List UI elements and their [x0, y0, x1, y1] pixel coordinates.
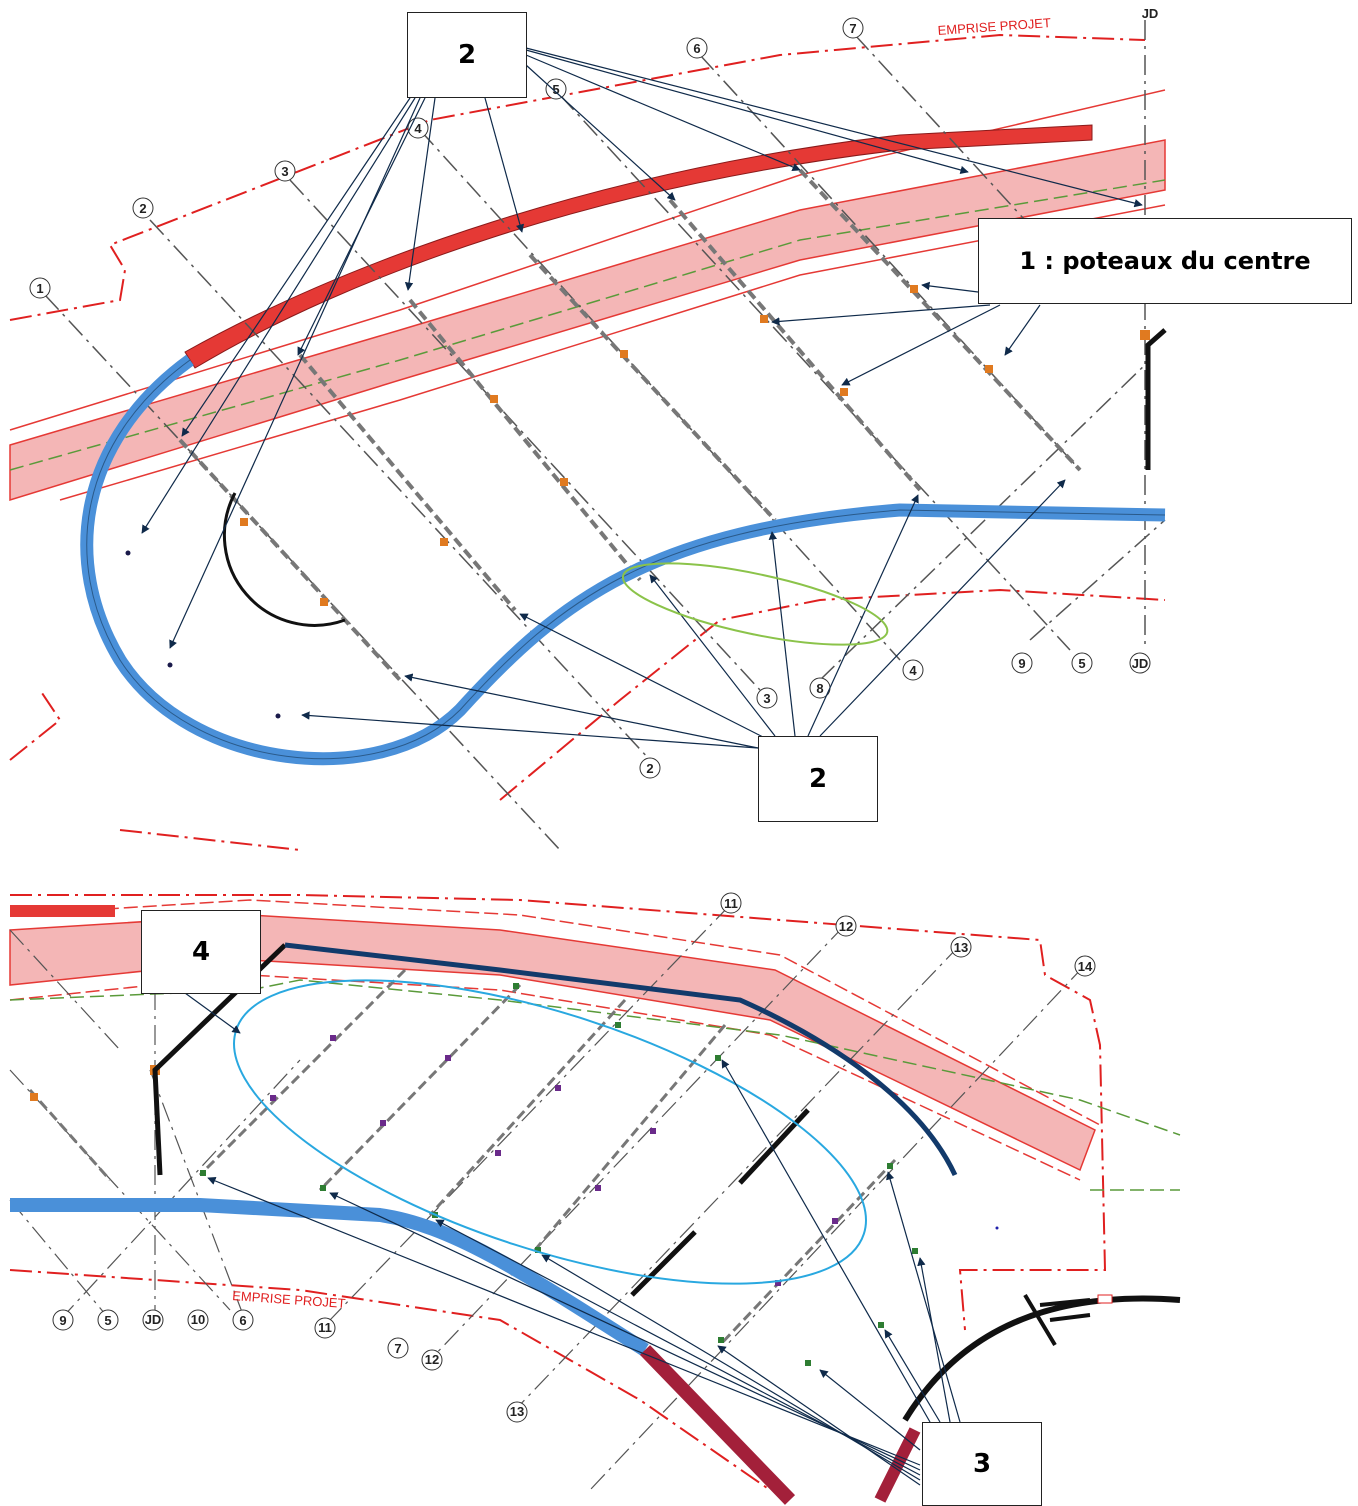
- axis-label-jd-c: JD: [145, 1312, 162, 1327]
- callout-4: 4: [141, 910, 261, 994]
- grid-axes-bottom: [9, 904, 1086, 1491]
- callout-3: 3: [922, 1422, 1042, 1506]
- axis-label-11b: 11: [318, 1320, 332, 1335]
- arrows-callout-2-mid: [301, 479, 1066, 749]
- arrows-callout-1: [771, 281, 1041, 386]
- axis-label-13: 13: [954, 940, 968, 955]
- axis-label-5b: 5: [1078, 656, 1085, 671]
- axis-label-7b: 7: [394, 1341, 401, 1356]
- isolated-points-top: [125, 550, 281, 719]
- axis-label-12b: 12: [425, 1352, 439, 1367]
- maroon-band: [639, 1345, 796, 1505]
- axis-label-9: 9: [1018, 656, 1025, 671]
- axis-label-5: 5: [552, 82, 559, 97]
- green-dash-top: [9, 179, 1166, 471]
- red-band-stub: [10, 905, 115, 917]
- bottom-plan: 11 12 13 14 9 5 JD 10 6 11 7 12 13 EMPRI…: [9, 562, 1181, 1505]
- axis-label-3: 3: [281, 164, 288, 179]
- semicircle-arc: [222, 492, 346, 627]
- axis-label-jd-b: JD: [1132, 656, 1149, 671]
- axis-label-7: 7: [849, 21, 856, 36]
- axis-label-4b: 4: [909, 663, 917, 678]
- axis-label-13b: 13: [510, 1404, 524, 1419]
- wall-jd: [1145, 328, 1167, 470]
- axis-label-8: 8: [816, 681, 823, 696]
- callout-2-mid: 2: [758, 736, 878, 822]
- purple-posts: [270, 1035, 838, 1286]
- axis-label-10: 10: [191, 1312, 205, 1327]
- axis-bubbles-bottom-top-plan: 2 3 8 4 9 5 JD: [639, 652, 1151, 779]
- arrows-callout-2-top: [141, 47, 1143, 649]
- emprise-label-bottom: EMPRISE PROJET: [232, 1288, 346, 1311]
- axis-label-14: 14: [1078, 959, 1093, 974]
- emprise-boundary-bottom-2: [9, 1269, 771, 1491]
- axis-label-5c: 5: [104, 1313, 111, 1328]
- axis-label-9b: 9: [59, 1313, 66, 1328]
- callout-1-center-posts: 1 : poteaux du centre: [978, 218, 1352, 304]
- arrows-callout-3: [207, 1059, 961, 1486]
- axis-label-2b: 2: [646, 761, 653, 776]
- emprise-boundary-top: [9, 33, 1146, 321]
- column-rows-top: [178, 168, 1082, 682]
- axis-label-11: 11: [724, 896, 738, 911]
- axis-bubbles-top: 1 2 3 4 5 6 7 JD: [29, 6, 1159, 299]
- navy-curve: [284, 942, 958, 1177]
- top-plan: 1 2 3 4 5 6 7 JD 2 3 8 4 9 5 JD EMPRISE …: [9, 6, 1167, 851]
- center-posts-top: [240, 285, 1150, 606]
- black-arc-structure: [902, 1295, 1181, 1422]
- black-detail: [1023, 1293, 1091, 1347]
- arrows-callout-4: [184, 992, 241, 1034]
- axis-label-12: 12: [839, 919, 853, 934]
- axis-label-jd-top: JD: [1142, 6, 1159, 21]
- axis-label-4: 4: [414, 121, 422, 136]
- axis-label-3b: 3: [763, 691, 770, 706]
- emprise-boundary-lower: [9, 588, 1166, 851]
- pink-band-top: [9, 139, 1166, 502]
- green-posts: [200, 983, 918, 1366]
- axis-bubbles-bottom-plan-bottom: 9 5 JD 10 6 11 7 12 13: [52, 1309, 528, 1423]
- axis-label-1: 1: [36, 281, 43, 296]
- axis-label-6b: 6: [239, 1313, 246, 1328]
- wall-diagonal: [630, 1108, 810, 1297]
- axis-bubbles-bottom-plan-top: 11 12 13 14: [720, 892, 1096, 977]
- axis-label-2: 2: [139, 201, 146, 216]
- callout-2-top: 2: [407, 12, 527, 98]
- green-ellipse: [621, 562, 889, 646]
- emprise-boundary-bottom: [10, 894, 1107, 1331]
- red-band: [184, 124, 1093, 369]
- axis-label-6: 6: [693, 41, 700, 56]
